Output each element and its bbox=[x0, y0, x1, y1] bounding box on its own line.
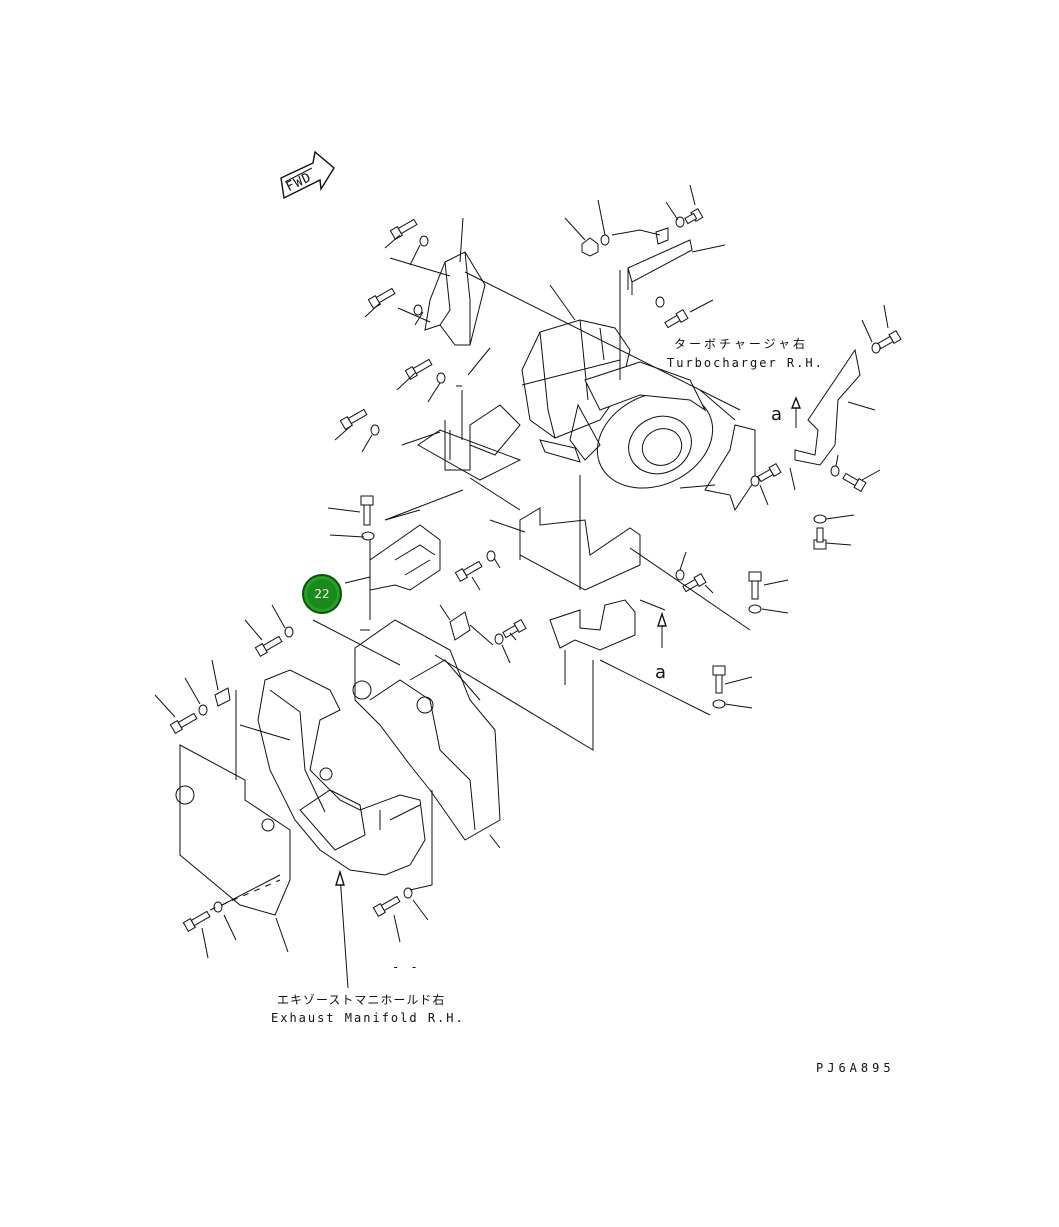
leader-lines bbox=[154, 184, 889, 989]
lower-heat-shield bbox=[352, 619, 501, 841]
turbocharger-label-jp: ターボチャージャ右 bbox=[674, 337, 809, 351]
turbocharger-part bbox=[521, 319, 736, 489]
side-cover-plate bbox=[175, 744, 291, 916]
view-marker-a-upper: a bbox=[771, 404, 783, 425]
exhaust-manifold-label-en: Exhaust Manifold R.H. bbox=[271, 1011, 465, 1025]
right-support-bracket bbox=[704, 348, 861, 512]
small-bracket-22 bbox=[369, 509, 441, 620]
view-marker-a-lower: a bbox=[655, 662, 667, 683]
turbocharger-label-en: Turbocharger R.H. bbox=[667, 356, 824, 370]
washers-nuts bbox=[198, 216, 881, 913]
callout-22-button[interactable]: 22 bbox=[302, 574, 342, 614]
dash-mark: - - bbox=[392, 960, 420, 974]
middle-bracket bbox=[417, 390, 522, 481]
turbo-base-plate bbox=[519, 475, 641, 591]
lower-bracket bbox=[549, 599, 636, 685]
exhaust-manifold-part bbox=[257, 669, 426, 876]
turbo-upper-bracket bbox=[627, 227, 693, 295]
bolts bbox=[169, 207, 902, 933]
fwd-arrow-icon bbox=[280, 150, 335, 200]
exhaust-manifold-label-jp: エキゾーストマニホールド右 bbox=[277, 993, 446, 1007]
drawing-code: PJ6A895 bbox=[816, 1061, 895, 1075]
upper-heat-shield bbox=[424, 251, 486, 346]
